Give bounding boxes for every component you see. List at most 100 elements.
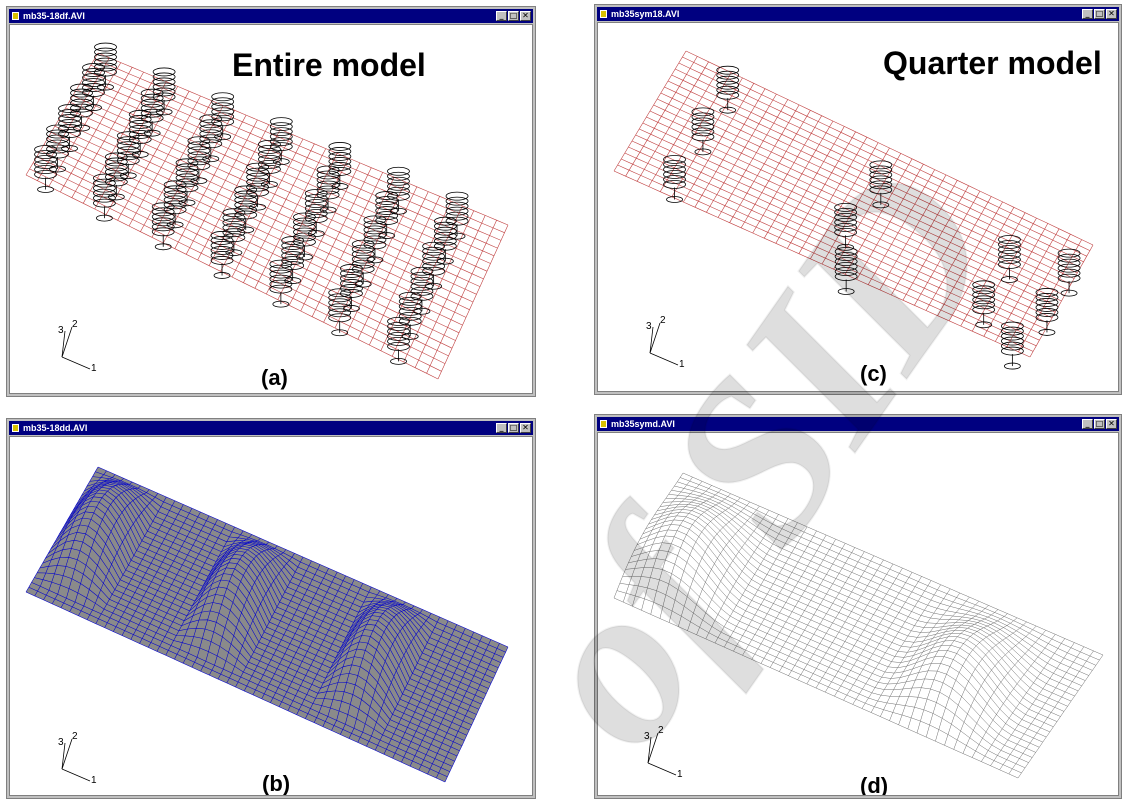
minimize-button[interactable]: _ [1082, 419, 1093, 429]
spring [869, 160, 893, 209]
app-icon [600, 420, 607, 428]
axis-3-label: 3 [58, 737, 64, 748]
spring [972, 280, 996, 329]
app-icon [12, 12, 19, 20]
spring [328, 288, 352, 337]
spring [433, 216, 457, 265]
axis-2-label: 2 [72, 319, 78, 330]
spring [70, 83, 93, 132]
axis-1-label: 1 [91, 775, 97, 786]
window-title: mb35-18df.AVI [23, 11, 85, 21]
spring [116, 131, 140, 180]
spring [663, 155, 686, 203]
axis-1-label: 1 [91, 363, 97, 374]
spring [445, 191, 469, 240]
spring [163, 180, 187, 229]
deformed-mesh [613, 472, 1104, 779]
figure-caption: (c) [860, 361, 887, 386]
close-button[interactable]: ✕ [520, 11, 531, 21]
model-heading: Entire model [232, 47, 426, 83]
axis-triad: 1 32 [58, 731, 97, 786]
spring [834, 247, 858, 295]
spring [128, 110, 152, 158]
maximize-button[interactable]: □ [1094, 9, 1105, 19]
spring [328, 142, 352, 190]
spring [92, 173, 116, 222]
deformed-surface-plot: 1 32 [25, 466, 509, 786]
axis-2-label: 2 [660, 315, 666, 326]
app-icon [600, 10, 607, 18]
window-title: mb35-18dd.AVI [23, 423, 88, 433]
spring [246, 162, 269, 211]
model-heading: Quarter model [883, 45, 1102, 81]
maximize-button[interactable]: □ [508, 11, 519, 21]
spring [716, 65, 740, 114]
spring [258, 139, 281, 188]
title-bar[interactable]: mb35-18dd.AVI _ □ ✕ [9, 421, 533, 435]
plate-mesh [613, 50, 1094, 358]
figure-caption: (d) [860, 773, 889, 796]
spring [222, 208, 246, 257]
title-bar[interactable]: mb35sym18.AVI _ □ ✕ [597, 7, 1119, 21]
figure-caption: (b) [262, 771, 291, 796]
spring [34, 145, 57, 193]
maximize-button[interactable]: □ [508, 423, 519, 433]
axis-triad: 1 32 [58, 319, 97, 374]
maximize-button[interactable]: □ [1094, 419, 1105, 429]
window-title: mb35symd.AVI [611, 419, 675, 429]
minimize-button[interactable]: _ [496, 423, 507, 433]
axis-2-label: 2 [72, 731, 78, 742]
mesh-plot-quarter-model: 1 32 [613, 50, 1094, 370]
spring [269, 117, 293, 165]
spring [834, 202, 858, 251]
title-bar[interactable]: mb35symd.AVI _ □ ✕ [597, 417, 1119, 431]
deformed-mesh [25, 466, 509, 783]
spring [281, 236, 305, 284]
spring [140, 88, 164, 137]
spring [46, 124, 69, 173]
minimize-button[interactable]: _ [1082, 9, 1093, 19]
axis-3-label: 3 [646, 321, 652, 332]
spring [58, 104, 81, 152]
mesh-plot-entire-model: 1 32 [25, 42, 509, 380]
window-title: mb35sym18.AVI [611, 9, 680, 19]
axis-1-label: 1 [677, 769, 683, 780]
axis-3-label: 3 [644, 731, 650, 742]
surface-fill [26, 467, 508, 782]
spring [210, 231, 234, 279]
minimize-button[interactable]: _ [496, 11, 507, 21]
axis-triad: 1 32 [644, 725, 683, 780]
figure-caption: (a) [261, 365, 288, 390]
spring [398, 291, 422, 340]
spring [691, 107, 715, 156]
axis-triad: 1 32 [646, 315, 685, 370]
close-button[interactable]: ✕ [1106, 419, 1117, 429]
spring [340, 264, 363, 312]
spring [94, 42, 117, 91]
spring [1000, 321, 1024, 370]
spring [1057, 248, 1081, 297]
spring [187, 136, 211, 185]
axis-2-label: 2 [658, 725, 664, 736]
close-button[interactable]: ✕ [520, 423, 531, 433]
axis-1-label: 1 [679, 359, 685, 370]
spring [104, 152, 128, 201]
spring [387, 316, 410, 365]
spring [1035, 288, 1059, 336]
spring [151, 202, 175, 251]
spring [363, 215, 387, 264]
title-bar[interactable]: mb35-18df.AVI _ □ ✕ [9, 9, 533, 23]
spring [410, 266, 434, 315]
spring [175, 158, 199, 207]
close-button[interactable]: ✕ [1106, 9, 1117, 19]
spring [211, 92, 235, 141]
axis-3-label: 3 [58, 325, 64, 336]
